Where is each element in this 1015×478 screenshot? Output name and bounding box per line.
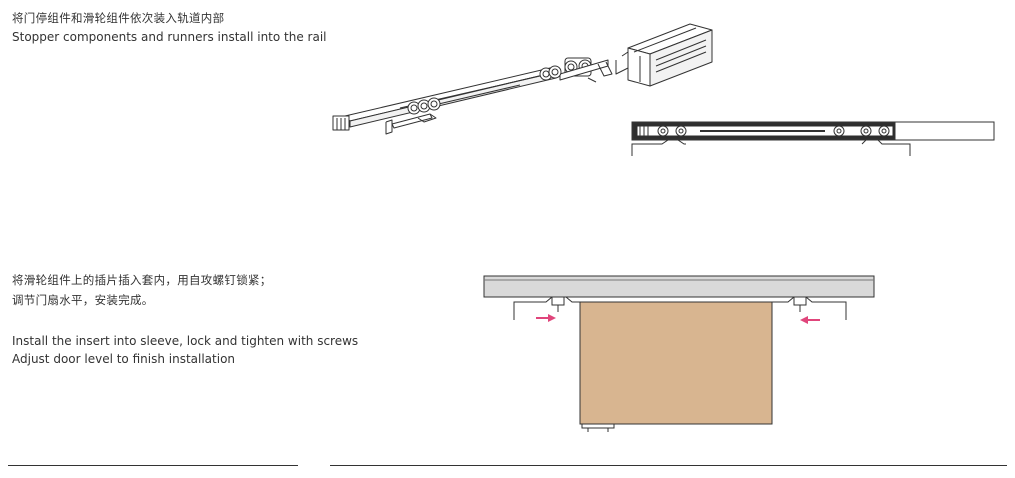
- floor-guide: [581, 423, 615, 429]
- step2-instruction-en-line1: Install the insert into sleeve, lock and…: [12, 334, 359, 348]
- step1-instruction-en: Stopper components and runners install i…: [12, 30, 327, 44]
- left-hanger-bracket: [513, 296, 580, 320]
- bottom-rule-left: [8, 465, 298, 466]
- arrow-left-icon: [800, 316, 820, 324]
- stopper-bar: [332, 65, 562, 135]
- step1-instruction-zh: 将门停组件和滑轮组件依次装入轨道内部: [12, 11, 225, 25]
- door-installation-view: [483, 275, 875, 432]
- door-panel: [579, 301, 773, 425]
- arrow-right-icon: [536, 314, 556, 322]
- runner-assembly: [559, 57, 613, 83]
- rail-section: [615, 23, 713, 87]
- assembled-rail-side-view: [631, 121, 995, 156]
- right-hanger-bracket: [772, 296, 847, 320]
- step2-instruction-zh-line1: 将滑轮组件上的插片插入套内，用自攻螺钉锁紧；: [12, 273, 272, 287]
- step2-instruction-en-line2: Adjust door level to finish installation: [12, 352, 236, 366]
- rail-top-bar: [483, 275, 875, 298]
- bottom-rule-right: [330, 465, 1007, 466]
- step2-instruction-zh-line2: 调节门扇水平，安装完成。: [12, 293, 154, 307]
